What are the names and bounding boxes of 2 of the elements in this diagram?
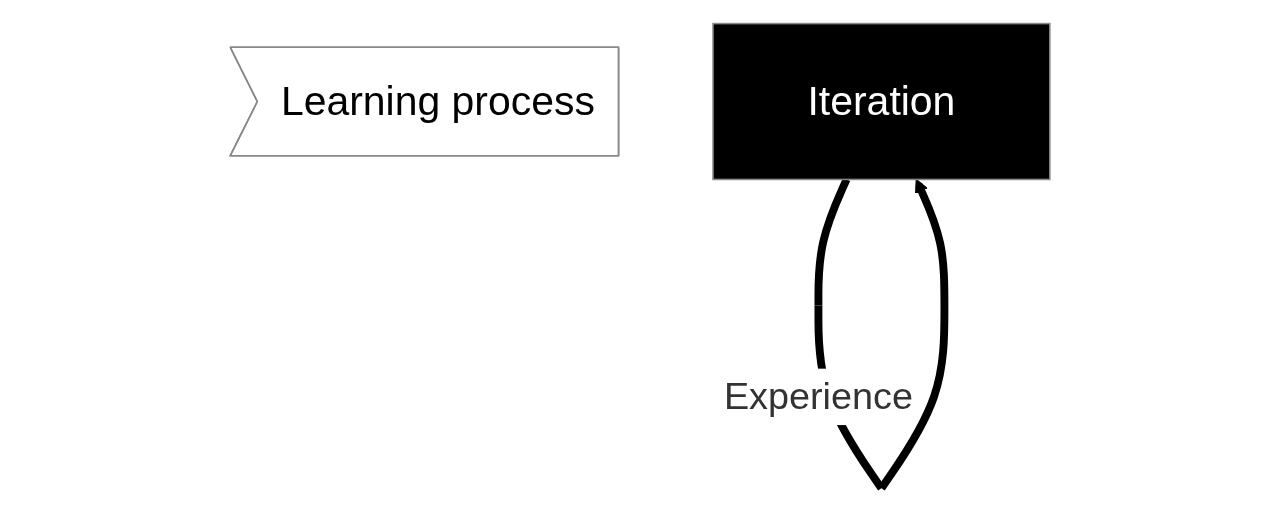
node-box: Iteration: [712, 22, 1051, 180]
edge-label: Experience: [723, 374, 913, 417]
